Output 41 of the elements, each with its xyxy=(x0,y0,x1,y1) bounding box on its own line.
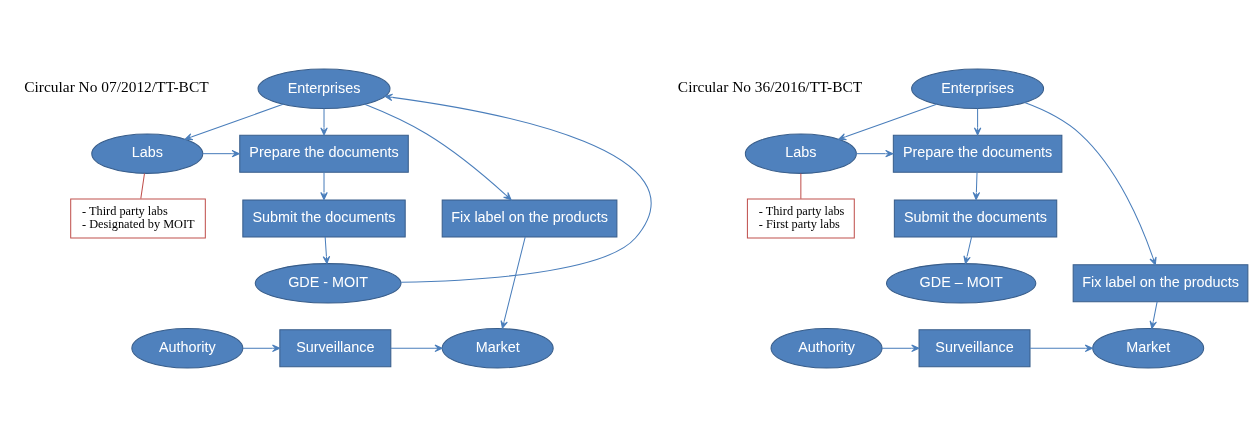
arrow xyxy=(320,107,328,136)
arrow xyxy=(972,171,981,200)
node-box: Prepare the documents xyxy=(239,134,409,173)
arrow xyxy=(1024,101,1157,265)
node-ellipse: Authority xyxy=(770,327,883,368)
node-box: Prepare the documents xyxy=(892,134,1063,173)
label: Circular No 36/2016/TT-BCT xyxy=(677,77,863,95)
arrow xyxy=(242,344,281,352)
arrow xyxy=(973,107,982,136)
arrow xyxy=(1149,300,1158,329)
arrow xyxy=(384,93,652,283)
node-box: - Third party labs - First party labs xyxy=(746,197,855,239)
connector xyxy=(800,172,802,199)
node-ellipse: GDE – MOIT xyxy=(885,262,1037,304)
arrow xyxy=(320,171,328,200)
node-ellipse: GDE - MOIT xyxy=(254,262,402,304)
connector xyxy=(140,172,145,199)
arrow xyxy=(184,103,284,140)
arrow xyxy=(390,344,443,352)
node-box: Surveillance xyxy=(918,328,1031,367)
node-ellipse: Market xyxy=(441,327,554,368)
node-box: Submit the documents xyxy=(893,199,1058,237)
label: Circular No 07/2012/TT-BCT xyxy=(24,77,209,95)
node-box: Fix label on the products xyxy=(441,199,618,237)
node-ellipse: Authority xyxy=(131,327,244,368)
arrow xyxy=(963,236,973,264)
node-box: Fix label on the products xyxy=(1072,263,1249,302)
node-ellipse: Market xyxy=(1092,327,1205,368)
arrow xyxy=(364,103,512,200)
arrow xyxy=(855,149,894,157)
node-box: - Third party labs - Designated by MOIT xyxy=(70,197,206,239)
arrow xyxy=(1029,344,1093,352)
arrow xyxy=(322,236,331,264)
node-ellipse: Enterprises xyxy=(257,68,391,109)
node-box: Submit the documents xyxy=(242,199,406,237)
node-box: Surveillance xyxy=(279,328,392,367)
node-ellipse: Enterprises xyxy=(911,68,1045,109)
arrow xyxy=(500,236,526,329)
arrow xyxy=(202,149,240,157)
arrow xyxy=(881,344,920,352)
arrow xyxy=(838,103,938,140)
